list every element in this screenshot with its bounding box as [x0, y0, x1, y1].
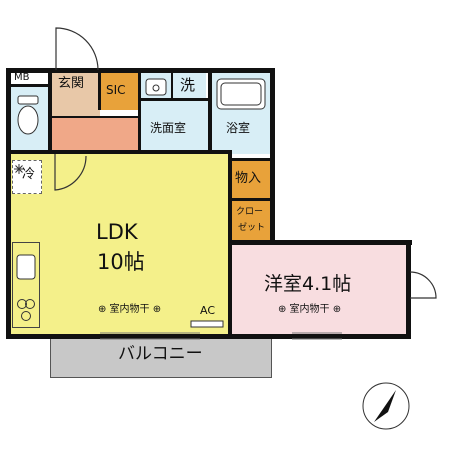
closet-label-line2: ゼット — [238, 223, 266, 233]
closet-label-line1: クロー — [236, 207, 264, 217]
closet-storage — [232, 200, 270, 242]
kitchen-sink-icon — [16, 254, 36, 280]
washer-space — [172, 72, 206, 100]
balcony-label: バルコニー — [118, 344, 203, 364]
fridge-mark-icon — [14, 164, 24, 174]
sic-label: SIC — [106, 83, 126, 97]
youshitsu-window-icon — [292, 332, 342, 340]
monoire-label: 物入 — [235, 171, 262, 186]
senmenshitsu-label: 洗面室 — [150, 121, 187, 135]
hallway — [52, 118, 140, 154]
wall-youshitsu-top — [228, 240, 412, 245]
wall-genkan-bottom — [50, 116, 140, 118]
wall-bath-left — [208, 70, 212, 154]
youshitsu-room — [230, 242, 406, 336]
genkan-area — [52, 72, 100, 118]
ldk-label-line2: 10帖 — [97, 250, 145, 274]
monoire-storage — [232, 160, 270, 198]
wall-sink-washer — [171, 72, 173, 100]
bathtub-icon — [216, 78, 266, 110]
rei-label: 冷 — [22, 167, 36, 182]
wall-bottom — [6, 334, 411, 339]
wall-right-upper — [270, 68, 275, 244]
wall-sink-bottom — [140, 98, 210, 101]
ldk-room — [8, 152, 232, 336]
wall-left — [6, 68, 11, 338]
sink-icon — [145, 78, 167, 96]
wall-storage-divider — [230, 198, 272, 201]
ac-unit-icon — [190, 320, 224, 328]
north-arrow-icon — [362, 382, 410, 430]
wall-ldk-right — [228, 152, 232, 338]
fridge-space-icon — [12, 160, 42, 194]
sic-storage — [100, 72, 140, 110]
yokushitsu-label: 浴室 — [226, 121, 251, 135]
ldk-drying-label: ⊕ 室内物干 ⊕ — [98, 304, 162, 315]
hall-door-swing-icon — [54, 154, 87, 191]
sentaku-label: 洗 — [180, 76, 196, 94]
wall-genkan-sic — [98, 70, 101, 110]
wall-wet-bottom — [8, 150, 232, 154]
wall-mb-bottom — [8, 84, 50, 87]
toilet-icon — [17, 95, 39, 135]
youshitsu-label: 洋室4.1帖 — [264, 273, 352, 295]
wall-right-lower — [406, 240, 411, 338]
wall-toilet-right — [48, 70, 52, 154]
entrance-door-swing-icon — [55, 27, 99, 71]
youshitsu-window-door-icon — [409, 271, 437, 299]
genkan-label: 玄関 — [58, 76, 85, 91]
wall-monoire-top — [230, 158, 272, 161]
wall-hall-right — [138, 70, 141, 154]
ldk-window-icon — [100, 332, 200, 340]
stove-icon — [17, 299, 35, 321]
mb-label: MB — [14, 72, 30, 83]
ac-label: AC — [200, 304, 216, 317]
youshitsu-drying-label: ⊕ 室内物干 ⊕ — [278, 304, 342, 315]
senmenshitsu-room — [140, 100, 212, 154]
ldk-label-line1: LDK — [96, 220, 138, 244]
